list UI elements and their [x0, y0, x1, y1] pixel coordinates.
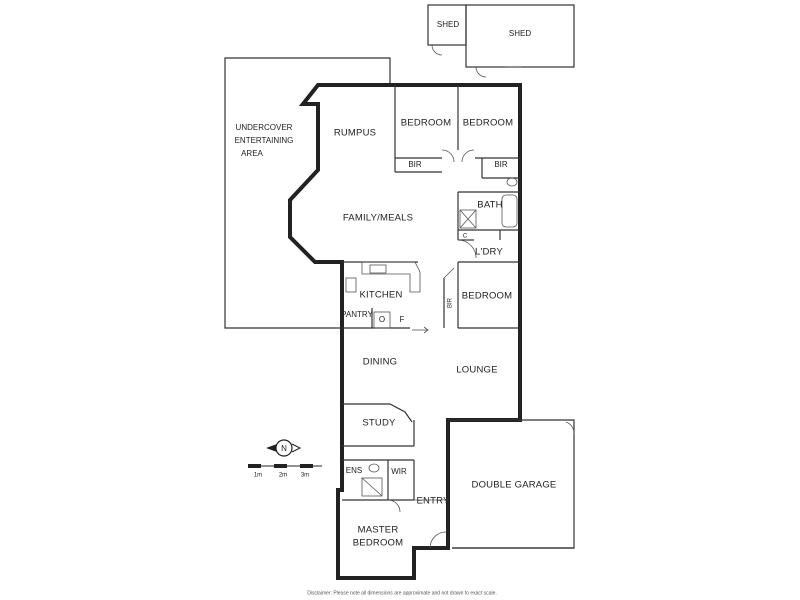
cupboard-label: C	[463, 234, 468, 240]
bedroom-label-2: BEDROOM	[463, 118, 514, 129]
shed-label-2: SHED	[509, 29, 531, 38]
exterior-walls	[288, 83, 522, 580]
scale-bar: 1m 2m 3m	[248, 464, 322, 479]
undercover-label-line2: ENTERTAINING	[235, 136, 294, 145]
fridge-label: F	[400, 315, 405, 324]
scale-label-1m: 1m	[254, 473, 262, 479]
shed-label-1: SHED	[437, 20, 459, 29]
rumpus-label: RUMPUS	[334, 128, 376, 139]
disclaimer-text: Disclaimer: Please note all dimensions a…	[307, 590, 497, 596]
laundry-label: L'DRY	[475, 247, 503, 258]
pantry-label: PANTRY	[341, 310, 373, 319]
bir-label-1: BIR	[408, 160, 422, 169]
lounge-label: LOUNGE	[456, 365, 497, 376]
compass-icon: N	[266, 439, 302, 457]
compass-letter: N	[281, 444, 287, 453]
bedroom-label-1: BEDROOM	[401, 118, 452, 129]
bir-label-2: BIR	[494, 160, 508, 169]
undercover-label-line1: UNDERCOVER	[236, 123, 293, 132]
shed-block: SHED SHED	[427, 4, 575, 78]
double-garage	[448, 419, 575, 549]
wir-label: WIR	[391, 467, 407, 476]
oven-label: O	[379, 315, 385, 324]
study-label: STUDY	[362, 418, 396, 429]
interior-walls	[342, 85, 520, 549]
undercover-label-line3: AREA	[241, 149, 263, 158]
bath-label: BATH	[477, 200, 502, 211]
family-meals-label: FAMILY/MEALS	[343, 213, 413, 224]
bir-label-3: BIR	[448, 297, 454, 308]
master-bedroom-label-line2: BEDROOM	[353, 538, 404, 549]
bedroom-label-3: BEDROOM	[462, 291, 513, 302]
dining-label: DINING	[363, 357, 397, 368]
entry-label: ENTRY	[416, 496, 449, 507]
scale-label-2m: 2m	[279, 473, 287, 479]
undercover-area: UNDERCOVER ENTERTAINING AREA	[224, 57, 391, 329]
ensuite-label: ENS	[346, 466, 362, 475]
master-bedroom-label-line1: MASTER	[358, 525, 399, 536]
kitchen-label: KITCHEN	[359, 290, 402, 301]
scale-label-3m: 3m	[301, 473, 309, 479]
double-garage-label: DOUBLE GARAGE	[472, 480, 557, 491]
